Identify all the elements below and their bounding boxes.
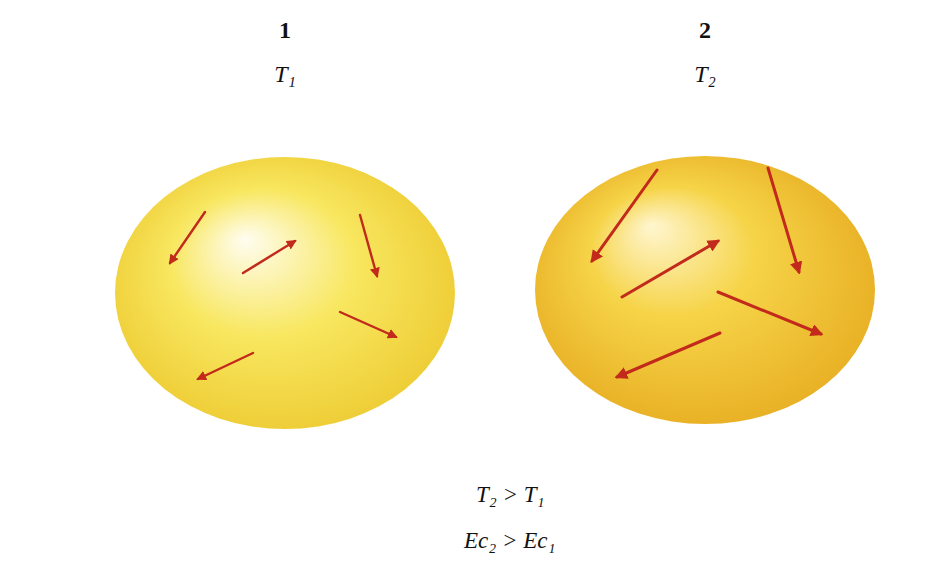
particle-sphere: 1T₁ (100, 4, 470, 436)
velocity-arrow (340, 312, 396, 337)
velocity-arrow (718, 292, 821, 334)
gas-sphere (535, 156, 875, 424)
temperature-label: T₁ (100, 60, 470, 88)
sphere-number: 1 (100, 16, 470, 44)
velocity-arrow (243, 241, 295, 273)
velocity-arrow (198, 353, 253, 379)
velocity-arrow (622, 241, 718, 297)
gas-sphere (115, 157, 455, 429)
sphere-number: 2 (520, 16, 890, 44)
velocity-arrow (592, 170, 657, 261)
velocity-arrow (360, 215, 377, 276)
temperature-relation: T₂ > T₁ (476, 482, 545, 508)
kinetic-energy-relation: Ec₂ > Ec₁ (464, 528, 556, 554)
velocity-arrow (617, 333, 720, 377)
particle-sphere: 2T₂ (520, 4, 890, 436)
velocity-arrow (768, 168, 799, 272)
temperature-label: T₂ (520, 60, 890, 88)
velocity-arrow (170, 212, 205, 263)
